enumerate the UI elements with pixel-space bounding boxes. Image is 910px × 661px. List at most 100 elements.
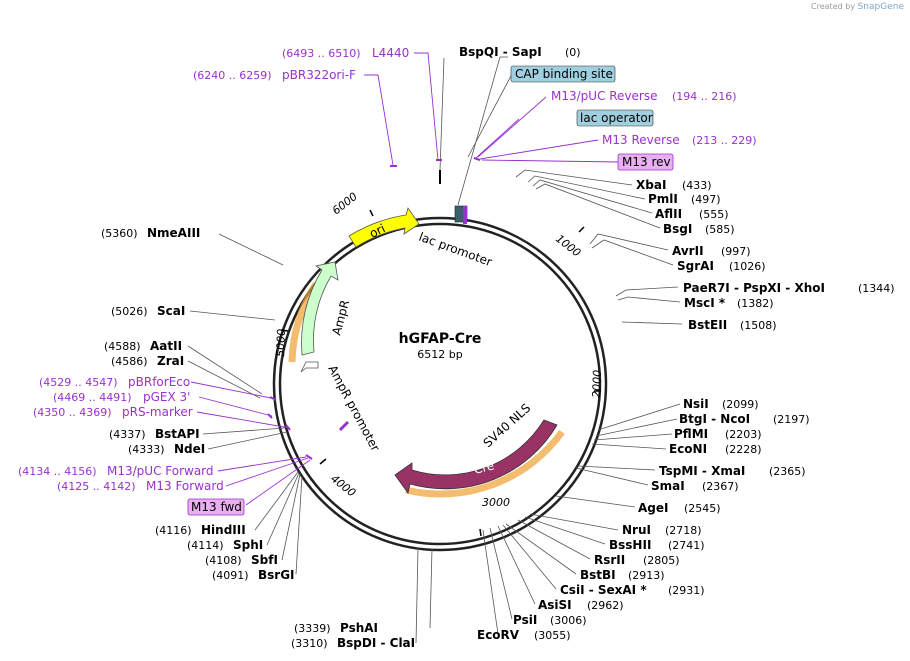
site-aflii-pos: (555) [699, 208, 729, 221]
cre-label: Cre [472, 458, 495, 477]
tick-label-2000: 2000 [590, 370, 604, 398]
tick-label-5000: 5000 [274, 329, 288, 357]
site-xbai-pos: (433) [682, 179, 712, 192]
primer-pbrforeco-name: pBRforEco [128, 375, 190, 389]
site-csii-sexai-pos: (2931) [668, 584, 705, 597]
lac-promoter-label: lac promoter [417, 230, 494, 269]
site-sgrai-pos: (1026) [729, 260, 766, 273]
site-nmeaiii-pos: (5360) [101, 227, 138, 240]
primer-pbr322ori-name: pBR322ori-F [282, 68, 356, 82]
right-leader-lines [415, 56, 683, 644]
site-bspqi-sapi: BspQI - SapI [459, 45, 542, 59]
plasmid-size: 6512 bp [417, 348, 462, 361]
site-aflii: AflII [655, 207, 682, 221]
backbone-inner [278, 222, 602, 546]
site-zrai-pos: (4586) [111, 355, 148, 368]
site-bsrgi: BsrGI [258, 568, 295, 582]
tick-marks [280, 209, 601, 537]
site-avrii: AvrII [672, 244, 704, 258]
site-asisi-pos: (2962) [587, 599, 624, 612]
site-sphi: SphI [233, 538, 263, 552]
site-econi: EcoNI [669, 442, 707, 456]
site-nrui-pos: (2718) [665, 524, 702, 537]
site-rsrii-pos: (2805) [643, 554, 680, 567]
site-scai: ScaI [157, 304, 185, 318]
cre-orf-arc [405, 429, 565, 498]
site-econi-pos: (2228) [725, 443, 762, 456]
m13-rev-primer-mark [463, 206, 467, 224]
site-msci: MscI * [684, 296, 726, 310]
site-sbfi-pos: (4108) [205, 554, 242, 567]
site-avrii-pos: (997) [721, 245, 751, 258]
site-agei-pos: (2545) [684, 502, 721, 515]
plasmid-name: hGFAP-Cre [399, 331, 482, 347]
primer-pbr322ori-pos: (6240 .. 6259) [193, 69, 272, 82]
cap-binding-site-label: CAP binding site [515, 67, 613, 81]
primer-prs-marker-pos: (4350 .. 4369) [33, 406, 112, 419]
site-tspmi-xmai: TspMI - XmaI [659, 464, 745, 478]
site-hindiii: HindIII [201, 523, 246, 537]
tick-label-6000: 6000 [330, 190, 360, 217]
ampr-feature [301, 261, 339, 356]
site-tspmi-xmai-pos: (2365) [769, 465, 806, 478]
site-sphi-pos: (4114) [187, 539, 224, 552]
site-irui: NruI [622, 523, 651, 537]
site-bstbi: BstBI [580, 568, 616, 582]
primer-m13puc-reverse-name: M13/pUC Reverse [551, 89, 658, 103]
primer-prs-marker-name: pRS-marker [122, 405, 193, 419]
site-nsii-pos: (2099) [722, 398, 759, 411]
site-bstbi-pos: (2913) [628, 569, 665, 582]
m13-rev-label: M13 rev [622, 155, 671, 169]
site-hindiii-pos: (4116) [155, 524, 192, 537]
site-agei: AgeI [638, 501, 668, 515]
site-bsgi-pos: (585) [705, 223, 735, 236]
primer-leader-lines [190, 52, 619, 506]
site-ndei-pos: (4333) [128, 443, 165, 456]
site-btgi-ncoi: BtgI - NcoI [679, 412, 750, 426]
primer-pbrforeco-pos: (4529 .. 4547) [39, 376, 118, 389]
site-paer7i-pspxi-xhoi: PaeR7I - PspXI - XhoI [683, 281, 825, 295]
site-bsgi: BsgI [663, 222, 692, 236]
site-sbfi: SbfI [251, 553, 278, 567]
primer-pgex3-name: pGEX 3' [143, 390, 190, 404]
ori-label: ori [367, 221, 387, 240]
credit-text: Created by [811, 2, 856, 11]
site-bsteii: BstEII [688, 318, 727, 332]
site-smai-pos: (2367) [702, 480, 739, 493]
site-bsshii-pos: (2741) [668, 539, 705, 552]
site-ecorv-pos: (3055) [534, 629, 571, 642]
site-psii: PsiI [513, 613, 537, 627]
site-btgi-ncoi-pos: (2197) [773, 413, 810, 426]
snapgene-logo-text: SnapGene [857, 2, 904, 12]
primer-l4440-pos: (6493 .. 6510) [282, 47, 361, 60]
site-aatii: AatII [150, 339, 182, 353]
site-bsrgi-pos: (4091) [212, 569, 249, 582]
site-bstapi: BstAPI [155, 427, 200, 441]
primer-m13-forward-name: M13 Forward [146, 479, 224, 493]
site-csii-sexai: CsiI - SexAI * [560, 583, 647, 597]
primer-m13puc-forward-pos: (4134 .. 4156) [18, 465, 97, 478]
site-nmeaiii: NmeAIII [147, 226, 200, 240]
site-ecorv: EcoRV [477, 628, 520, 642]
site-pshai-pos: (3339) [294, 622, 331, 635]
left-leader-lines [187, 57, 445, 575]
backbone-outer [272, 216, 608, 552]
site-rsrii: RsrII [594, 553, 625, 567]
m13-fwd-box [187, 498, 245, 516]
tick-label-3000: 3000 [482, 496, 510, 509]
site-pshai: PshAI [340, 621, 378, 635]
primer-m13-reverse-name: M13 Reverse [602, 133, 680, 147]
site-pflmi: PflMI [674, 427, 708, 441]
primer-m13puc-reverse-pos: (194 .. 216) [672, 90, 737, 103]
primer-m13-reverse-pos: (213 .. 229) [692, 134, 757, 147]
site-zrai: ZraI [157, 354, 184, 368]
site-asisi: AsiSI [538, 598, 572, 612]
cre-feature [394, 419, 558, 494]
site-pflmi-pos: (2203) [725, 428, 762, 441]
site-psii-pos: (3006) [550, 614, 587, 627]
site-smai: SmaI [651, 479, 685, 493]
site-bspdi-clai-pos: (3310) [291, 637, 328, 650]
lac-operator-box [576, 109, 654, 127]
primer-marks [267, 157, 481, 460]
